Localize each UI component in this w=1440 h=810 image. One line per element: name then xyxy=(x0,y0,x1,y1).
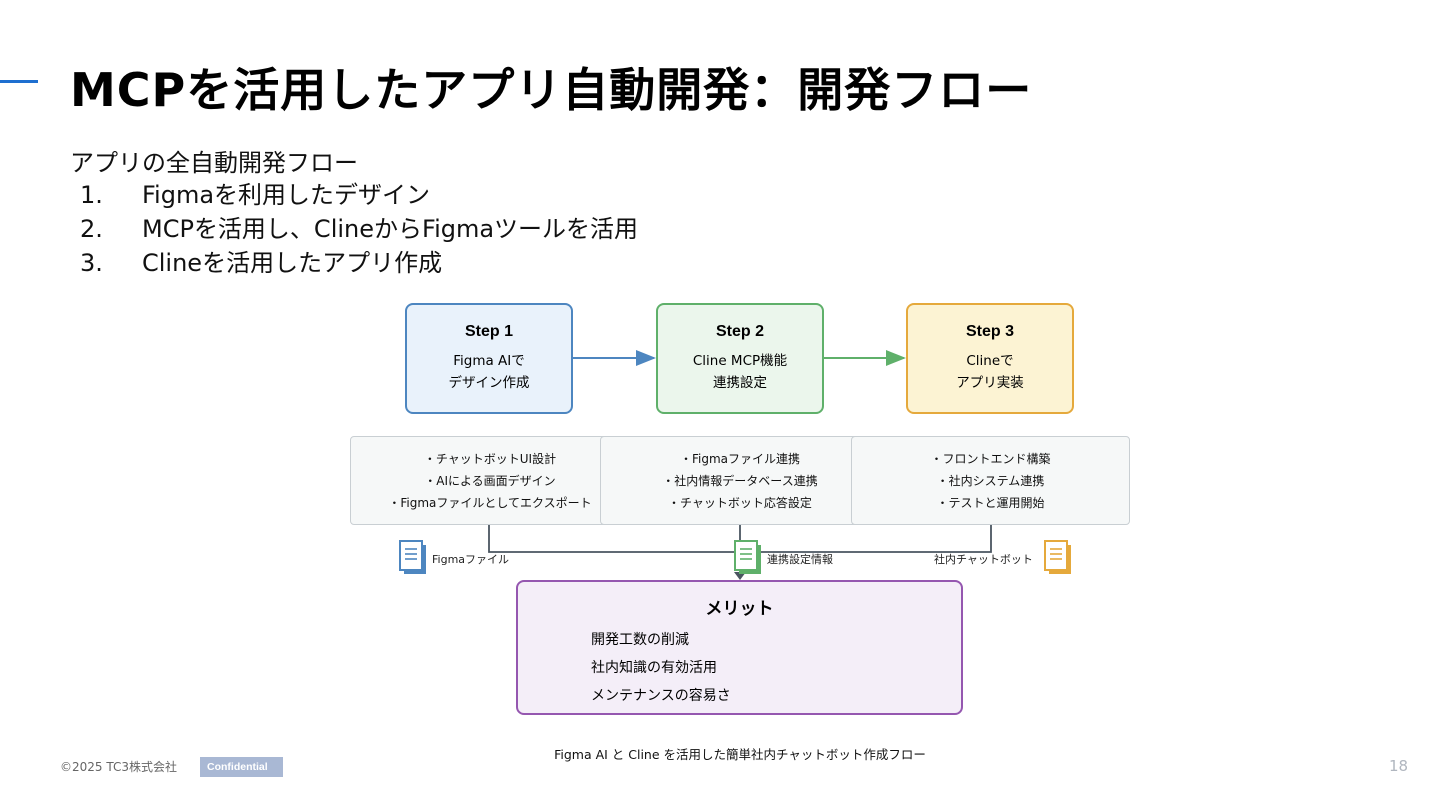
list-item: 2. MCPを活用し、ClineからFigmaツールを活用 xyxy=(80,212,638,246)
list-number: 3. xyxy=(80,249,103,277)
step-1-details: ・チャットボットUI設計 ・AIによる画面デザイン ・Figmaファイルとしてエ… xyxy=(350,436,630,525)
merit-list: 開発工数の削減 社内知識の有効活用 メンテナンスの容易さ xyxy=(591,626,731,710)
list-text: Figmaを利用したデザイン xyxy=(142,181,431,209)
detail-item: ・テストと運用開始 xyxy=(936,495,1045,510)
step-desc-line: Clineで xyxy=(966,353,1014,369)
list-number: 1. xyxy=(80,181,103,209)
detail-item: ・Figmaファイル連携 xyxy=(679,451,801,466)
intro-text: アプリの全自動開発フロー xyxy=(70,149,358,177)
detail-item: ・Figmaファイルとしてエクスポート xyxy=(388,495,592,510)
list-item: 3. Clineを活用したアプリ作成 xyxy=(80,246,638,280)
document-icon xyxy=(734,540,761,574)
step-2-details: ・Figmaファイル連携 ・社内情報データベース連携 ・チャットボット応答設定 xyxy=(600,436,880,525)
detail-item: ・社内システム連携 xyxy=(936,473,1045,488)
step-2-box: Step 2 Cline MCP機能 連携設定 xyxy=(656,303,824,414)
detail-item: ・フロントエンド構築 xyxy=(930,451,1051,466)
step-desc-line: デザイン作成 xyxy=(448,375,530,391)
flow-list: 1. Figmaを利用したデザイン 2. MCPを活用し、ClineからFigm… xyxy=(80,178,638,280)
list-item: 1. Figmaを利用したデザイン xyxy=(80,178,638,212)
document-label: 連携設定情報 xyxy=(767,553,833,566)
step-title: Step 2 xyxy=(715,323,764,340)
list-text: MCPを活用し、ClineからFigmaツールを活用 xyxy=(142,215,639,243)
diagram-caption: Figma AI と Cline を活用した簡単社内チャットボット作成フロー xyxy=(554,747,926,762)
step-description: Clineで アプリ実装 xyxy=(956,350,1024,394)
detail-item: ・社内情報データベース連携 xyxy=(662,473,818,488)
detail-item: ・AIによる画面デザイン xyxy=(424,473,556,488)
step-3-details: ・フロントエンド構築 ・社内システム連携 ・テストと運用開始 xyxy=(851,436,1130,525)
document-label: 社内チャットボット xyxy=(934,553,1033,566)
step-title: Step 1 xyxy=(464,323,513,340)
confidential-badge: Confidential xyxy=(200,757,283,777)
step-1-box: Step 1 Figma AIで デザイン作成 xyxy=(405,303,573,414)
step-desc-line: Cline MCP機能 xyxy=(692,353,788,369)
detail-item: ・チャットボットUI設計 xyxy=(423,451,557,466)
list-number: 2. xyxy=(80,215,103,243)
page-title: MCPを活用したアプリ自動開発：開発フロー xyxy=(70,63,1033,117)
step-desc-line: 連携設定 xyxy=(712,375,767,391)
title-accent-line xyxy=(0,80,38,83)
merit-item: 開発工数の削減 xyxy=(591,632,689,648)
merit-title: メリット xyxy=(705,599,774,619)
flow-diagram: Step 1 Figma AIで デザイン作成 Step 2 Cline MCP… xyxy=(340,296,1140,766)
document-icon xyxy=(1044,540,1071,574)
document-label: Figmaファイル xyxy=(432,553,510,566)
copyright-text: ©2025 TC3株式会社 xyxy=(60,760,177,774)
step-3-box: Step 3 Clineで アプリ実装 xyxy=(906,303,1074,414)
step-desc-line: Figma AIで xyxy=(453,353,525,369)
step-description: Cline MCP機能 連携設定 xyxy=(693,350,787,394)
merit-item: 社内知識の有効活用 xyxy=(591,660,717,676)
step-description: Figma AIで デザイン作成 xyxy=(449,350,530,394)
step-desc-line: アプリ実装 xyxy=(956,375,1024,391)
page-number: 18 xyxy=(1389,757,1409,775)
list-text: Clineを活用したアプリ作成 xyxy=(142,249,443,277)
merit-item: メンテナンスの容易さ xyxy=(591,688,731,704)
merit-box: メリット 開発工数の削減 社内知識の有効活用 メンテナンスの容易さ xyxy=(516,580,963,715)
detail-item: ・チャットボット応答設定 xyxy=(668,495,812,510)
step-title: Step 3 xyxy=(965,323,1014,340)
document-icon xyxy=(399,540,426,574)
